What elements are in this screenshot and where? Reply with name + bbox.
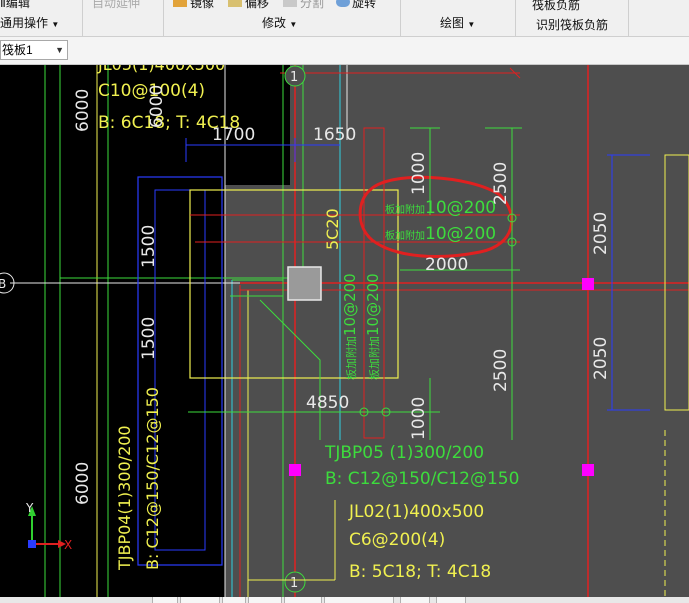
ribbon-separator: [628, 0, 629, 36]
column-block[interactable]: [287, 266, 322, 301]
offset-button[interactable]: 偏移: [245, 0, 270, 10]
rebar-node: [507, 213, 517, 223]
status-cell[interactable]: [436, 597, 466, 603]
ribbon-separator: [515, 0, 516, 36]
ribbon-separator: [82, 0, 83, 36]
dim-4850: 4850: [306, 393, 349, 413]
dim-2500-top: 2500: [491, 162, 511, 205]
mirror-button[interactable]: 镜像: [190, 0, 215, 10]
yellow-outline-right: [664, 154, 689, 411]
vertical-rebar-2: 板加附加10@200: [364, 273, 382, 380]
ucs-y-arrow: [28, 506, 36, 516]
dim-1000-top: 1000: [409, 152, 429, 195]
beam-bars-top: B: 6C18; T: 4C18: [98, 113, 240, 133]
blue-outline-rect: [137, 176, 223, 566]
dim-2000: 2000: [425, 255, 468, 275]
ribbon-partial-edit[interactable]: Ⅱ编辑: [0, 0, 30, 10]
chevron-down-icon: ▼: [55, 45, 64, 55]
green-outline: [259, 299, 321, 440]
axis-1-label-top: 1: [290, 70, 298, 85]
dim-2050-bottom: 2050: [591, 337, 611, 380]
axis-1-bubble-bottom: [284, 571, 306, 593]
magenta-node[interactable]: [582, 278, 594, 290]
dim-6000-inner: 6000: [147, 85, 167, 128]
tjbp04-name: TJBP04(1)300/200: [115, 425, 134, 571]
tjbp04-bars: B: C12@150/C12@150: [143, 387, 162, 570]
axis-b-bubble: [0, 272, 15, 294]
tick-mark: [509, 67, 521, 79]
general-ops-group[interactable]: 通用操作 ▼: [0, 16, 60, 30]
status-cell[interactable]: [222, 597, 246, 603]
magenta-node[interactable]: [582, 464, 594, 476]
ucs-x-arrow: [58, 540, 66, 548]
green-outline: [230, 279, 284, 297]
offset-icon: [228, 0, 242, 7]
status-cell[interactable]: [248, 597, 282, 603]
beam-label-top: JL05(1)400x500: [97, 65, 225, 74]
chevron-down-icon: ▼: [289, 20, 298, 29]
status-cell[interactable]: [152, 597, 178, 603]
jl02-name: JL02(1)400x500: [348, 502, 484, 522]
status-cell[interactable]: [284, 597, 322, 603]
rebar-node: [359, 407, 369, 417]
axis-1-label-bottom: 1: [290, 576, 298, 591]
axis-1-bubble-top: [284, 65, 306, 87]
split-button[interactable]: 分割: [300, 0, 325, 10]
tjbp05-bars: B: C12@150/C12@150: [325, 469, 519, 489]
modify-group[interactable]: 修改 ▼: [262, 16, 298, 30]
dim-1500-a: 1500: [139, 225, 159, 268]
ribbon-separator: [400, 0, 401, 36]
ucs-origin-icon: [28, 540, 36, 548]
status-cell[interactable]: [180, 597, 220, 603]
tjbp05-name: TJBP05 (1)300/200: [324, 443, 484, 463]
rotate-button[interactable]: 旋转: [352, 0, 377, 10]
drawing-canvas[interactable]: B 1 1 JL05(1)400x500 C10@100(4) B: 6C18;…: [0, 65, 689, 597]
dim-2050-top: 2050: [591, 212, 611, 255]
mirror-icon: [173, 0, 187, 7]
dim-5c20: 5C20: [323, 208, 342, 250]
magenta-node[interactable]: [289, 464, 301, 476]
jl02-bars: B: 5C18; T: 4C18: [349, 562, 491, 582]
neg-rebar-label-1: 板加附加10@200: [385, 198, 496, 218]
chevron-down-icon: ▼: [51, 20, 60, 29]
black-region-left: [0, 65, 225, 597]
auto-extend-button: 自动延伸: [92, 0, 141, 10]
chevron-down-icon: ▼: [467, 20, 476, 29]
dim-1700: 1700: [212, 125, 255, 145]
ribbon-separator: [163, 0, 164, 36]
ribbon: Ⅱ编辑 通用操作 ▼ 自动延伸 镜像 偏移 分割 旋转 修改 ▼ 绘图 ▼ 筏板…: [0, 0, 689, 37]
beam-stirrup-top: C10@100(4): [98, 81, 205, 101]
dim-1000-bottom: 1000: [409, 397, 429, 440]
rotate-icon: [336, 0, 350, 7]
dim-1650: 1650: [313, 125, 356, 145]
axis-b-label: B: [0, 277, 6, 291]
raft-select-combo[interactable]: 筏板1 ▼: [0, 40, 68, 60]
blue-outline-inner: [154, 189, 206, 551]
secondary-toolbar: 筏板1 ▼: [0, 37, 689, 65]
status-bar: [0, 597, 689, 603]
rebar-node: [381, 407, 391, 417]
draw-group[interactable]: 绘图 ▼: [440, 16, 476, 30]
raft-negative-rebar-button[interactable]: 筏板负筋: [532, 0, 581, 12]
dim-2500-bottom: 2500: [491, 349, 511, 392]
identify-raft-negative-rebar-group[interactable]: 识别筏板负筋: [536, 18, 609, 32]
vertical-rebar-1: 板加附加10@200: [341, 273, 359, 380]
ucs-y-label: Y: [25, 501, 34, 515]
status-cell[interactable]: [324, 597, 394, 603]
split-icon: [283, 0, 297, 7]
dim-6000-left-top: 6000: [73, 89, 93, 132]
cad-drawing[interactable]: B 1 1 JL05(1)400x500 C10@100(4) B: 6C18;…: [0, 65, 689, 597]
dim-1500-b: 1500: [139, 317, 159, 360]
rebar-node: [507, 237, 517, 247]
yellow-foundation-outline: [189, 189, 399, 379]
red-rebar-rect: [363, 127, 385, 439]
combo-value: 筏板1: [2, 43, 33, 57]
jl02-stirrup: C6@200(4): [349, 530, 445, 550]
ucs-x-label: X: [64, 538, 72, 552]
status-cell[interactable]: [400, 597, 430, 603]
dim-6000-left-bottom: 6000: [73, 462, 93, 505]
red-highlight-circle: [358, 175, 514, 258]
neg-rebar-label-2: 板加附加10@200: [385, 224, 496, 244]
